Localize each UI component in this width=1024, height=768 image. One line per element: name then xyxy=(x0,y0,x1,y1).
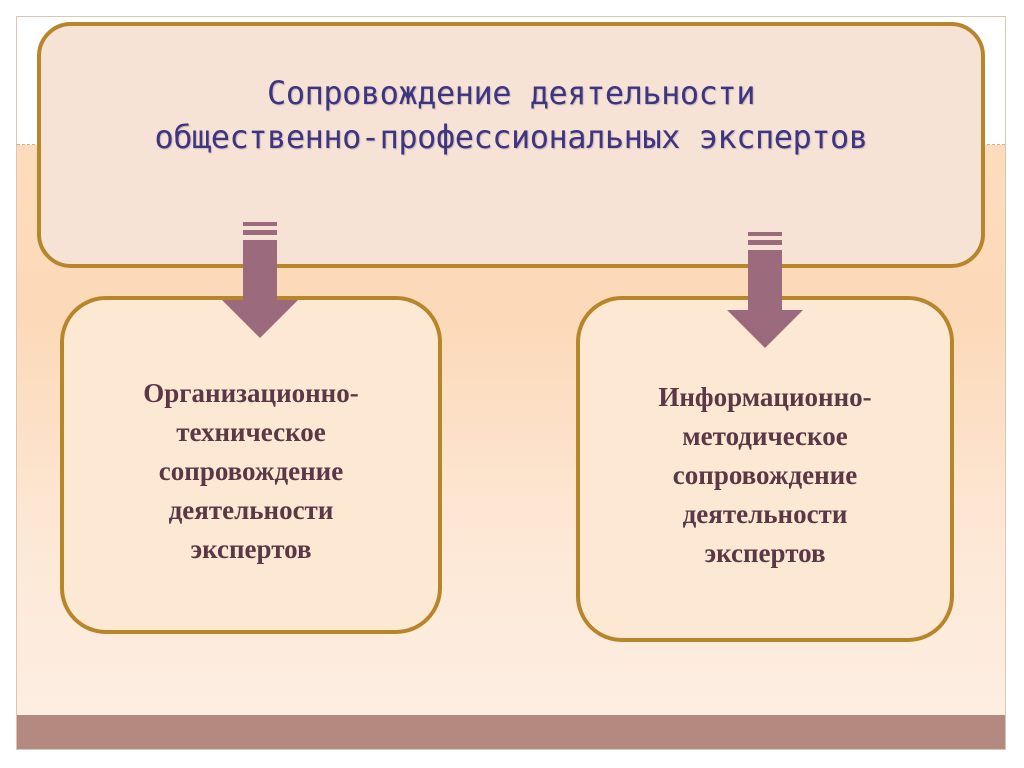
box-line: сопровождение xyxy=(672,460,858,490)
informational-support-text: Информационно- методическое сопровождени… xyxy=(580,378,950,573)
organizational-support-text: Организационно- техническое сопровождени… xyxy=(64,374,438,569)
main-topic-box: Сопровождение деятельности общественно-п… xyxy=(37,22,985,268)
main-topic-title-line-2: общественно-профессиональных экспертов xyxy=(154,118,868,156)
box-line: техническое xyxy=(176,417,326,447)
main-topic-title-line-1: Сопровождение деятельности xyxy=(267,74,755,112)
box-line: Организационно- xyxy=(143,378,359,408)
box-line: экспертов xyxy=(190,534,312,564)
box-line: сопровождение xyxy=(158,456,344,486)
main-topic-title: Сопровождение деятельности общественно-п… xyxy=(154,71,868,159)
down-arrow-icon xyxy=(727,232,803,348)
organizational-support-box: Организационно- техническое сопровождени… xyxy=(60,296,442,634)
box-line: методическое xyxy=(682,421,848,451)
box-line: Информационно- xyxy=(658,382,872,412)
footer-band xyxy=(17,715,1005,749)
box-line: деятельности xyxy=(168,495,334,525)
down-arrow-icon xyxy=(222,222,298,338)
box-line: экспертов xyxy=(704,538,826,568)
informational-support-box: Информационно- методическое сопровождени… xyxy=(576,296,954,642)
box-line: деятельности xyxy=(682,499,848,529)
